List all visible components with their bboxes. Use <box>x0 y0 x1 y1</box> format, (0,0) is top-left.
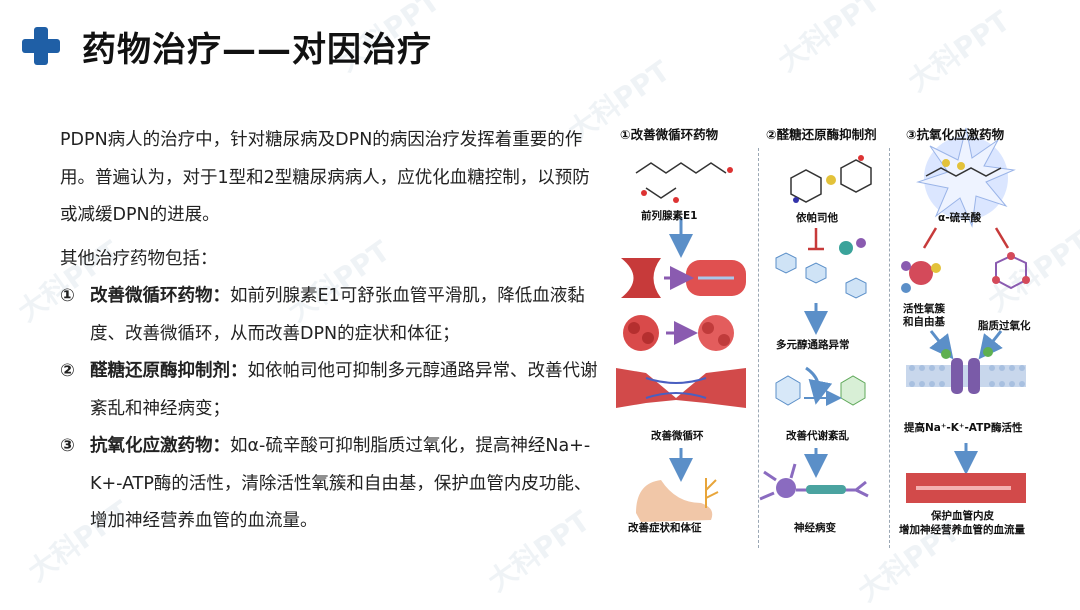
item-lead: 抗氧化应激药物： <box>90 436 230 456</box>
col1-title: ①改善微循环药物 <box>620 124 718 143</box>
col1-step-label: 改善微循环 <box>651 428 704 443</box>
free-radicals-icon <box>901 261 941 293</box>
col3-result2-label: 增加神经营养血管的血流量 <box>899 522 1025 537</box>
item-lead: 改善微循环药物： <box>90 286 230 306</box>
list-item: ② 醛糖还原酶抑制剂：如依帕司他可抑制多元醇通路异常、改善代谢紊乱和神经病变； <box>60 353 600 428</box>
col3-left-label: 活性氧簇 和自由基 <box>902 303 946 329</box>
col3-right-label: 脂质过氧化 <box>978 318 1031 333</box>
title-bar: 药物治疗——对因治疗 <box>22 22 432 70</box>
page-title: 药物治疗——对因治疗 <box>82 22 432 71</box>
item-number: ① <box>60 278 90 353</box>
epalrestat-molecule-icon <box>791 155 871 203</box>
list-item: ① 改善微循环药物：如前列腺素E1可舒张血管平滑肌，降低血液黏度、改善微循环，从… <box>60 278 600 353</box>
item-number: ③ <box>60 428 90 541</box>
col3-drug-label: α-硫辛酸 <box>938 210 981 225</box>
col1-drug-label: 前列腺素E1 <box>641 208 697 223</box>
col2-result-label: 神经病变 <box>794 520 836 535</box>
neuron-icon <box>760 464 868 499</box>
vessel-icon <box>621 258 746 298</box>
protected-vessel-icon <box>906 473 1026 503</box>
col1-result-label: 改善症状和体征 <box>628 520 702 535</box>
membrane-pump-icon <box>906 347 1026 394</box>
watermark: 大科PPT <box>899 0 1017 99</box>
col2-title: ②醛糖还原酶抑制剂 <box>766 124 877 143</box>
watermark: 大科PPT <box>769 0 887 80</box>
intro-paragraph: PDPN病人的治疗中，针对糖尿病及DPN的病因治疗发挥着重要的作用。普遍认为，对… <box>60 122 600 235</box>
list-item: ③ 抗氧化应激药物：如α-硫辛酸可抑制脂质过氧化，提高神经Na+-K+-ATP酶… <box>60 428 600 541</box>
content-text: PDPN病人的治疗中，针对糖尿病及DPN的病因治疗发挥着重要的作用。普遍认为，对… <box>60 122 600 541</box>
polyol-pathway-icon <box>776 238 866 298</box>
col3-result1-label: 保护血管内皮 <box>931 508 994 523</box>
item-lead: 醛糖还原酶抑制剂： <box>90 361 248 381</box>
item-number: ② <box>60 353 90 428</box>
mechanism-figure: ①改善微循环药物 ②醛糖还原酶抑制剂 ③抗氧化应激药物 前列腺素E1 改善微循环… <box>606 118 1046 548</box>
column-divider <box>889 148 890 548</box>
plus-icon <box>22 27 60 65</box>
prostaglandin-molecule-icon <box>636 163 733 203</box>
col2-drug-label: 依帕司他 <box>796 210 838 225</box>
col2-step1-label: 多元醇通路异常 <box>776 337 850 352</box>
column-divider <box>758 148 759 548</box>
figure-illustration <box>606 118 1046 548</box>
lipid-peroxidation-icon <box>992 252 1030 288</box>
glucose-icon <box>776 368 865 405</box>
col3-title: ③抗氧化应激药物 <box>906 124 1004 143</box>
other-label: 其他治疗药物包括： <box>60 241 600 279</box>
blood-cells-icon <box>623 315 734 351</box>
capillary-network-icon <box>616 368 746 408</box>
foot-icon <box>636 478 718 522</box>
col3-step-label: 提高Na⁺-K⁺-ATP酶活性 <box>904 420 1022 435</box>
col2-step2-label: 改善代谢紊乱 <box>786 428 849 443</box>
